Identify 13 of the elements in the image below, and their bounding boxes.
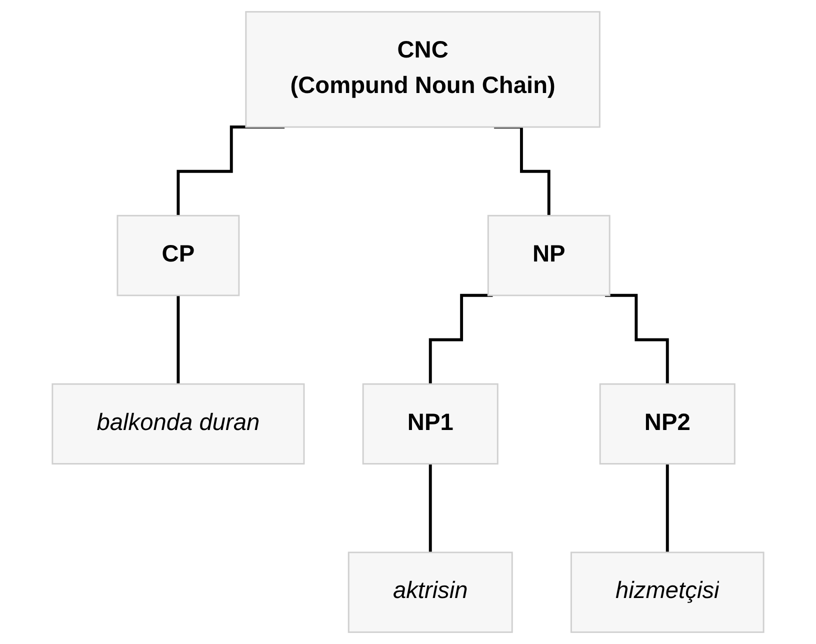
connector <box>666 462 669 554</box>
node-box: CP <box>116 214 240 296</box>
node-box: aktrisin <box>348 552 513 633</box>
node-box: CNC (Compund Noun Chain) <box>245 11 600 128</box>
node-box: hizmetçisi <box>570 552 764 633</box>
node-box: NP1 <box>362 383 498 465</box>
connector <box>428 294 493 386</box>
connector <box>428 462 432 554</box>
connector <box>176 294 180 386</box>
node-box: NP <box>487 214 610 296</box>
node-box: balkonda duran <box>52 383 305 465</box>
node-box: NP2 <box>599 383 736 465</box>
connector <box>605 294 669 386</box>
